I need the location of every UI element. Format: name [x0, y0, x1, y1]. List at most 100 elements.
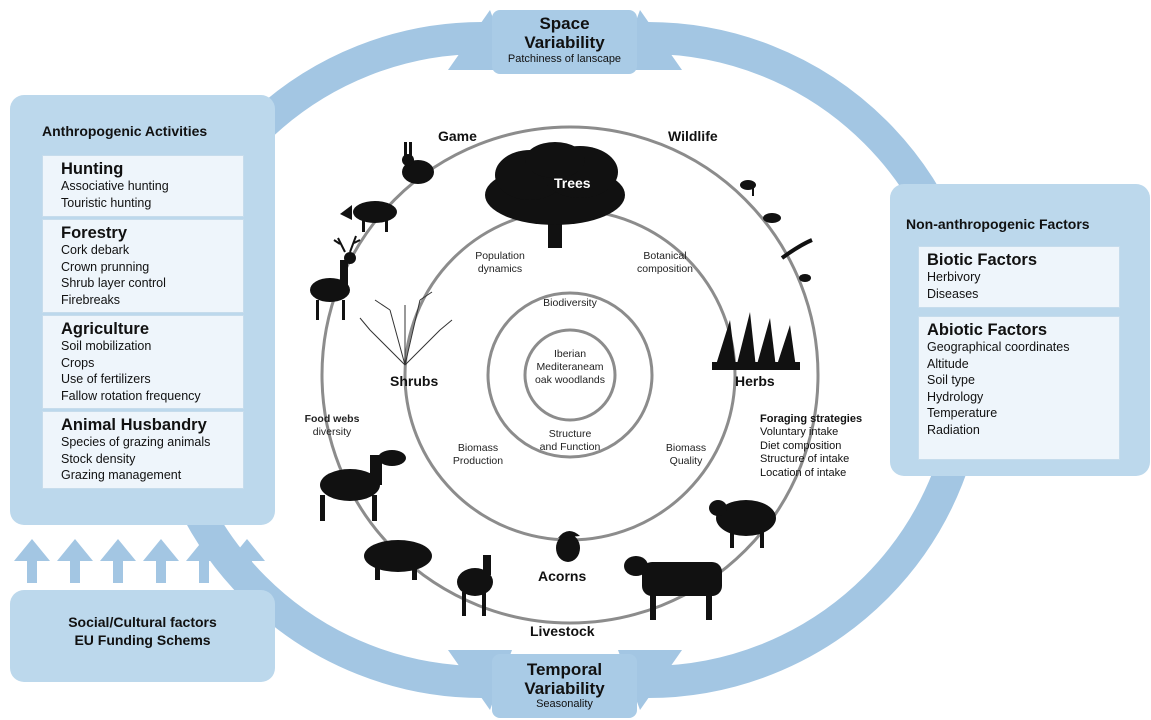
- foraging-title: Foraging strategies: [760, 413, 863, 425]
- social-factors-panel: Social/Cultural factors EU Funding Schem…: [10, 590, 275, 682]
- hunting-item: Associative hunting: [61, 179, 169, 193]
- space-subtitle: Patchiness of lanscape: [507, 53, 622, 65]
- mouse-icon: [763, 213, 781, 223]
- up-arrow-icon: [229, 539, 265, 583]
- foraging-item: Voluntary intake: [760, 426, 839, 438]
- food-webs-line1: Food webs: [304, 413, 360, 425]
- temporal-title-line2: Variability: [524, 679, 605, 698]
- livestock-label: Livestock: [530, 623, 595, 639]
- abiotic-factors-card: Abiotic Factors Geographical coordinates…: [918, 316, 1120, 460]
- lizard-icon: [780, 238, 813, 260]
- abiotic-item: Soil type: [927, 373, 975, 387]
- foraging-strategies: Foraging strategies Voluntary intake Die…: [760, 412, 890, 480]
- silhouettes: [310, 142, 813, 620]
- center-line2: Mediteraneam: [536, 361, 604, 373]
- animal-husbandry-heading: Animal Husbandry: [61, 416, 207, 434]
- population-dynamics-label: Population dynamics: [460, 250, 540, 276]
- population-line2: dynamics: [477, 263, 523, 275]
- abiotic-item: Altitude: [927, 356, 969, 371]
- botanical-line2: composition: [636, 263, 694, 275]
- foraging-item: Structure of intake: [760, 453, 850, 465]
- up-arrow-icon: [57, 539, 93, 583]
- anthropogenic-title: Anthropogenic Activities: [42, 123, 208, 139]
- up-arrow-icon: [14, 539, 50, 583]
- foraging-item: Location of intake: [760, 466, 847, 479]
- center-ring: [523, 328, 617, 422]
- wildlife-label: Wildlife: [668, 128, 718, 144]
- structure-line2: and Function: [539, 441, 601, 453]
- up-arrows: [14, 539, 265, 583]
- boar-icon: [340, 201, 397, 232]
- animal-husbandry-card: Animal Husbandry Species of grazing anim…: [42, 411, 244, 489]
- up-arrow-icon: [100, 539, 136, 583]
- abiotic-item: Radiation: [927, 422, 980, 437]
- structure-line1: Structure: [548, 428, 592, 440]
- forestry-heading: Forestry: [61, 224, 128, 242]
- bird-icon: [740, 180, 756, 196]
- space-title-line2: Variability: [524, 33, 605, 52]
- hunting-item: Touristic hunting: [61, 195, 152, 210]
- husbandry-item: Stock density: [61, 451, 136, 466]
- space-variability-box: Space Variability Patchiness of lanscape: [492, 10, 637, 74]
- social-line2: EU Funding Schems: [74, 632, 211, 648]
- food-webs-line2: diversity: [312, 426, 352, 438]
- biotic-heading: Biotic Factors: [927, 251, 1038, 269]
- forestry-item: Shrub layer control: [61, 276, 166, 290]
- biomass-quality-line1: Biomass: [665, 442, 707, 454]
- goat-icon: [457, 555, 493, 616]
- botanical-composition-label: Botanical composition: [625, 250, 705, 276]
- acorns-label: Acorns: [538, 568, 587, 584]
- biotic-item: Herbivory: [927, 270, 981, 284]
- horse-icon: [320, 450, 406, 521]
- biotic-item: Diseases: [927, 286, 979, 301]
- biodiversity-label: Biodiversity: [543, 297, 597, 309]
- temporal-variability-box: Temporal Variability Seasonality: [492, 654, 637, 718]
- trees-label: Trees: [554, 175, 591, 191]
- shrubs-label: Shrubs: [390, 373, 439, 389]
- non-anthropogenic-panel: Non-anthropogenic Factors Biotic Factors…: [890, 184, 1150, 476]
- agriculture-item: Crops: [61, 355, 95, 370]
- outer-ring: [320, 125, 820, 625]
- food-webs-label: Food webs diversity: [292, 413, 372, 439]
- forestry-item: Cork debark: [61, 243, 130, 257]
- game-label: Game: [438, 128, 477, 144]
- biomass-quality-label: Biomass Quality: [646, 442, 726, 468]
- center-line1: Iberian: [553, 348, 587, 360]
- herbs-label: Herbs: [735, 373, 775, 389]
- insect-icon: [799, 274, 811, 282]
- agriculture-item: Fallow rotation frequency: [61, 388, 201, 403]
- population-line1: Population: [475, 250, 525, 262]
- structure-function-label: Structure and Function: [530, 428, 610, 454]
- shrub-icon: [359, 291, 453, 366]
- abiotic-item: Temperature: [927, 406, 998, 420]
- center-line3: oak woodlands: [534, 374, 606, 386]
- space-title-line1: Space: [539, 14, 590, 33]
- sheep-icon: [709, 500, 776, 548]
- deer-icon: [310, 235, 361, 320]
- non-anthropogenic-title: Non-anthropogenic Factors: [906, 216, 1090, 232]
- biomass-production-line2: Production: [452, 455, 504, 467]
- hunting-heading: Hunting: [61, 160, 124, 178]
- husbandry-item: Grazing management: [61, 468, 182, 482]
- forestry-item: Firebreaks: [61, 292, 121, 307]
- biomass-production-line1: Biomass: [457, 442, 499, 454]
- temporal-title-line1: Temporal: [526, 660, 603, 679]
- abiotic-item: Geographical coordinates: [927, 340, 1070, 354]
- abiotic-item: Hydrology: [927, 389, 984, 404]
- botanical-line1: Botanical: [643, 250, 687, 262]
- abiotic-heading: Abiotic Factors: [927, 321, 1048, 339]
- forestry-card: Forestry Cork debark Crown prunning Shru…: [42, 219, 244, 313]
- forestry-item: Crown prunning: [61, 259, 150, 274]
- inner-ring: [486, 291, 654, 459]
- agriculture-card: Agriculture Soil mobilization Crops Use …: [42, 315, 244, 409]
- agriculture-heading: Agriculture: [61, 320, 150, 338]
- anthropogenic-panel: Anthropogenic Activities Hunting Associa…: [10, 95, 275, 525]
- cow-icon: [624, 556, 722, 620]
- temporal-subtitle: Seasonality: [536, 698, 593, 710]
- agriculture-item: Soil mobilization: [61, 339, 152, 353]
- husbandry-item: Species of grazing animals: [61, 435, 211, 449]
- up-arrow-icon: [186, 539, 222, 583]
- social-line1: Social/Cultural factors: [68, 614, 217, 630]
- biotic-factors-card: Biotic Factors Herbivory Diseases: [918, 246, 1120, 308]
